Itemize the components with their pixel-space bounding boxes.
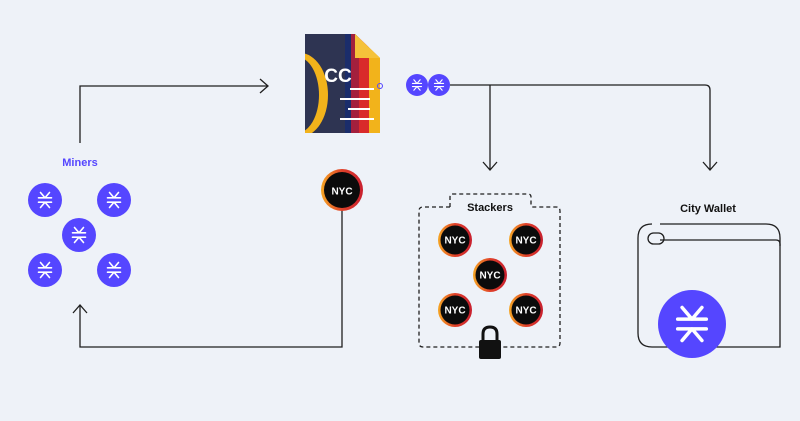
stx-coin-icon (28, 253, 62, 287)
arrowhead-wallet (702, 161, 718, 171)
stackers-label-tab (449, 193, 532, 207)
arrow-nyc-to-miners (79, 195, 343, 348)
miners-group: Miners (28, 157, 131, 287)
stx-coin-icon (406, 74, 428, 96)
stx-coin-icon (97, 253, 131, 287)
contract-logo-text: CC (324, 66, 352, 87)
city-wallet-label: City Wallet (680, 203, 736, 215)
nyc-coin-icon: NYC (321, 169, 363, 211)
nyc-coin-icon: NYC (509, 293, 543, 327)
stx-coin-icon (62, 218, 96, 252)
stx-coin-icon (97, 183, 131, 217)
stackers-group: Stackers NYC NYC NYC NYC NYC (418, 193, 561, 359)
arrowhead-contract (259, 78, 269, 94)
wallet-icon (637, 223, 781, 348)
lock-icon (479, 325, 501, 359)
nyc-token-text: NYC (479, 271, 500, 282)
citycoins-contract-icon: CC (305, 34, 383, 133)
nyc-coin-icon: NYC (473, 258, 507, 292)
nyc-coin-icon: NYC (438, 223, 472, 257)
nyc-coin-icon: NYC (438, 293, 472, 327)
nyc-token-text: NYC (515, 306, 536, 317)
arrow-stx-distribution (450, 84, 711, 170)
arrowhead-stackers (482, 161, 498, 171)
nyc-token-text: NYC (331, 187, 352, 198)
stx-payment-icons (406, 74, 450, 96)
miners-label: Miners (62, 157, 97, 169)
nyc-coin-icon: NYC (509, 223, 543, 257)
city-wallet-group: City Wallet (637, 203, 781, 358)
stackers-label: Stackers (467, 202, 513, 214)
nyc-token-text: NYC (515, 236, 536, 247)
stx-coin-icon (428, 74, 450, 96)
nyc-token-text: NYC (444, 306, 465, 317)
arrow-miners-to-contract (79, 85, 268, 143)
stx-coin-icon (658, 290, 726, 358)
arrowhead-miners (72, 304, 88, 314)
stx-coin-icon (28, 183, 62, 217)
flow-connectors (72, 78, 718, 348)
nyc-token-text: NYC (444, 236, 465, 247)
